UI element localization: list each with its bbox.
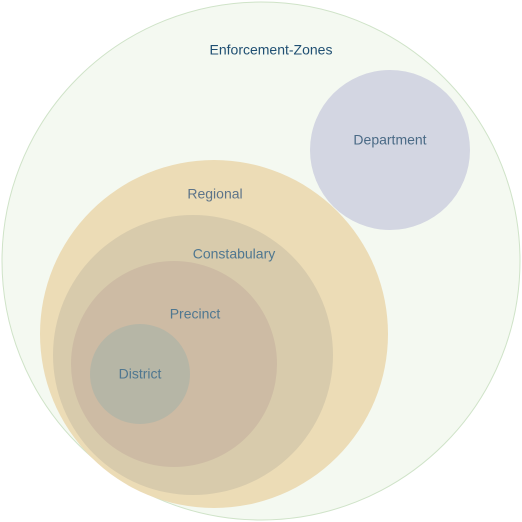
root-label: Enforcement-Zones bbox=[210, 42, 333, 58]
department-circle[interactable] bbox=[310, 70, 470, 230]
department-label: Department bbox=[353, 132, 426, 148]
district-circle[interactable] bbox=[90, 324, 190, 424]
regional-label: Regional bbox=[187, 186, 242, 202]
district-label: District bbox=[119, 366, 162, 382]
precinct-label: Precinct bbox=[170, 306, 221, 322]
constabulary-label: Constabulary bbox=[193, 246, 276, 262]
